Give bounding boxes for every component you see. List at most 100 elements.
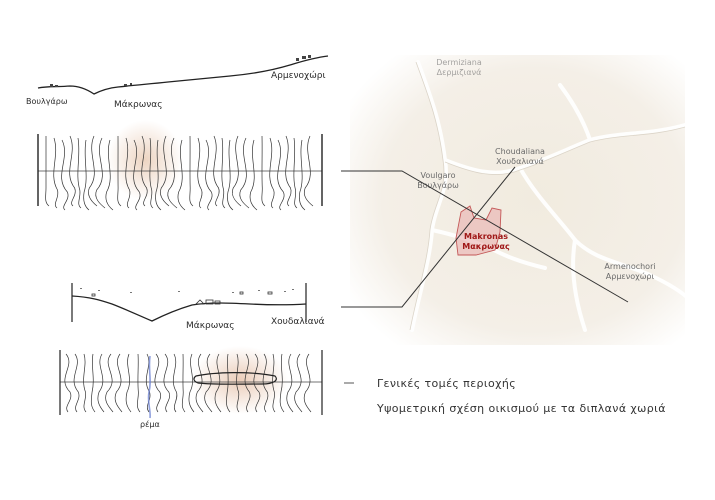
contour-line bbox=[294, 353, 303, 413]
contour-line bbox=[45, 136, 50, 207]
map-label-voulgaro: Voulgaro Βουλγάρω bbox=[417, 171, 459, 191]
contour-line bbox=[286, 353, 294, 413]
terrain-line-bottom bbox=[71, 295, 307, 322]
terrain-highlight-2 bbox=[192, 346, 288, 414]
contour-line bbox=[154, 353, 162, 413]
map-background bbox=[350, 55, 685, 345]
label-stream: ρέμα bbox=[140, 420, 160, 429]
contour-line bbox=[239, 137, 250, 209]
contour-line bbox=[303, 353, 312, 413]
contour-lines-top bbox=[45, 135, 314, 211]
contour-line bbox=[83, 139, 90, 211]
label-makronas-bottom: Μάκρωνας bbox=[186, 321, 235, 331]
contour-line bbox=[277, 139, 285, 211]
legend-line-1: Γενικές τομές περιοχής bbox=[377, 377, 517, 390]
contour-line bbox=[105, 353, 114, 413]
contour-line bbox=[188, 353, 195, 413]
contour-line bbox=[105, 139, 114, 211]
contour-line bbox=[97, 353, 105, 413]
contour-line bbox=[226, 353, 231, 413]
contour-line bbox=[195, 353, 204, 413]
contour-line bbox=[137, 353, 141, 413]
map-label-dermiziana: Dermiziana Δερμιζιανά bbox=[436, 58, 482, 78]
map-label-gr: Μακρωνας bbox=[462, 242, 510, 251]
map-label-gr: Χουδαλιανά bbox=[496, 157, 544, 166]
contour-line bbox=[236, 353, 240, 413]
map-roads bbox=[410, 60, 692, 332]
legend-line-2: Υψομετρική σχέση οικισμού με τα διπλανά … bbox=[377, 402, 666, 415]
contour-line bbox=[125, 137, 131, 209]
contour-line bbox=[172, 353, 178, 413]
contour-line bbox=[88, 135, 98, 207]
houses-bottom bbox=[91, 291, 273, 305]
contour-line bbox=[189, 135, 194, 207]
contour-line bbox=[160, 135, 170, 207]
map-label-gr: Βουλγάρω bbox=[417, 181, 459, 190]
contour-line bbox=[73, 353, 80, 413]
contour-line bbox=[262, 353, 269, 413]
contour-line bbox=[167, 137, 178, 209]
contour-line bbox=[299, 139, 306, 211]
map-roads-outline bbox=[409, 61, 686, 331]
contour-line bbox=[83, 353, 87, 413]
map-label-en: Voulgaro bbox=[420, 171, 456, 180]
section-line-1 bbox=[341, 170, 629, 303]
contour-line bbox=[244, 353, 251, 413]
contour-line bbox=[125, 353, 132, 413]
ridge-outline bbox=[193, 372, 277, 385]
makronas-polygon bbox=[455, 205, 502, 256]
contour-line bbox=[155, 139, 162, 211]
contour-line bbox=[141, 135, 148, 207]
map-label-en: Choudaliana bbox=[495, 147, 545, 156]
stream-line bbox=[147, 355, 151, 419]
contour-line bbox=[269, 137, 275, 209]
map-label-en: Armenochori bbox=[604, 262, 656, 271]
contour-line bbox=[149, 137, 154, 209]
contour-line bbox=[249, 139, 258, 211]
contour-line bbox=[133, 139, 141, 211]
map-label-gr: Δερμιζιανά bbox=[436, 68, 482, 77]
contour-line bbox=[261, 135, 266, 207]
label-voulgaro-top: Βουλγάρω bbox=[26, 97, 68, 106]
contour-line bbox=[221, 137, 226, 209]
contour-line bbox=[214, 353, 222, 413]
label-choudaliana-bottom: Χουδαλιανά bbox=[271, 317, 325, 327]
section-frame-bottom bbox=[59, 350, 323, 415]
contour-line bbox=[303, 135, 314, 207]
map-label-gr: Αρμενοχώρι bbox=[605, 272, 655, 281]
contour-line bbox=[117, 135, 122, 207]
map-label-choudaliana: Choudaliana Χουδαλιανά bbox=[495, 147, 545, 167]
contour-line bbox=[197, 137, 203, 209]
contour-line bbox=[77, 137, 82, 209]
contour-line bbox=[163, 353, 170, 413]
scatter-marks-bottom bbox=[80, 288, 294, 293]
contour-line bbox=[90, 353, 96, 413]
map-label-makronas: Makronas Μακρωνας bbox=[462, 232, 510, 252]
contour-line bbox=[61, 139, 69, 211]
contour-line bbox=[272, 353, 276, 413]
contour-line bbox=[181, 353, 186, 413]
contour-lines-bottom bbox=[64, 353, 312, 413]
contour-line bbox=[114, 353, 123, 413]
contour-line bbox=[285, 135, 292, 207]
label-armenochori-top: Αρμενοχώρι bbox=[271, 71, 326, 81]
contour-line bbox=[253, 353, 261, 413]
map-label-en: Dermiziana bbox=[436, 58, 482, 67]
contour-line bbox=[232, 135, 242, 207]
contour-line bbox=[69, 135, 76, 207]
houses-top bbox=[50, 55, 311, 87]
contour-line bbox=[64, 353, 72, 413]
contour-line bbox=[53, 137, 59, 209]
contour-line bbox=[95, 137, 106, 209]
contour-line bbox=[205, 139, 213, 211]
contour-line bbox=[293, 137, 298, 209]
contour-line bbox=[204, 353, 213, 413]
